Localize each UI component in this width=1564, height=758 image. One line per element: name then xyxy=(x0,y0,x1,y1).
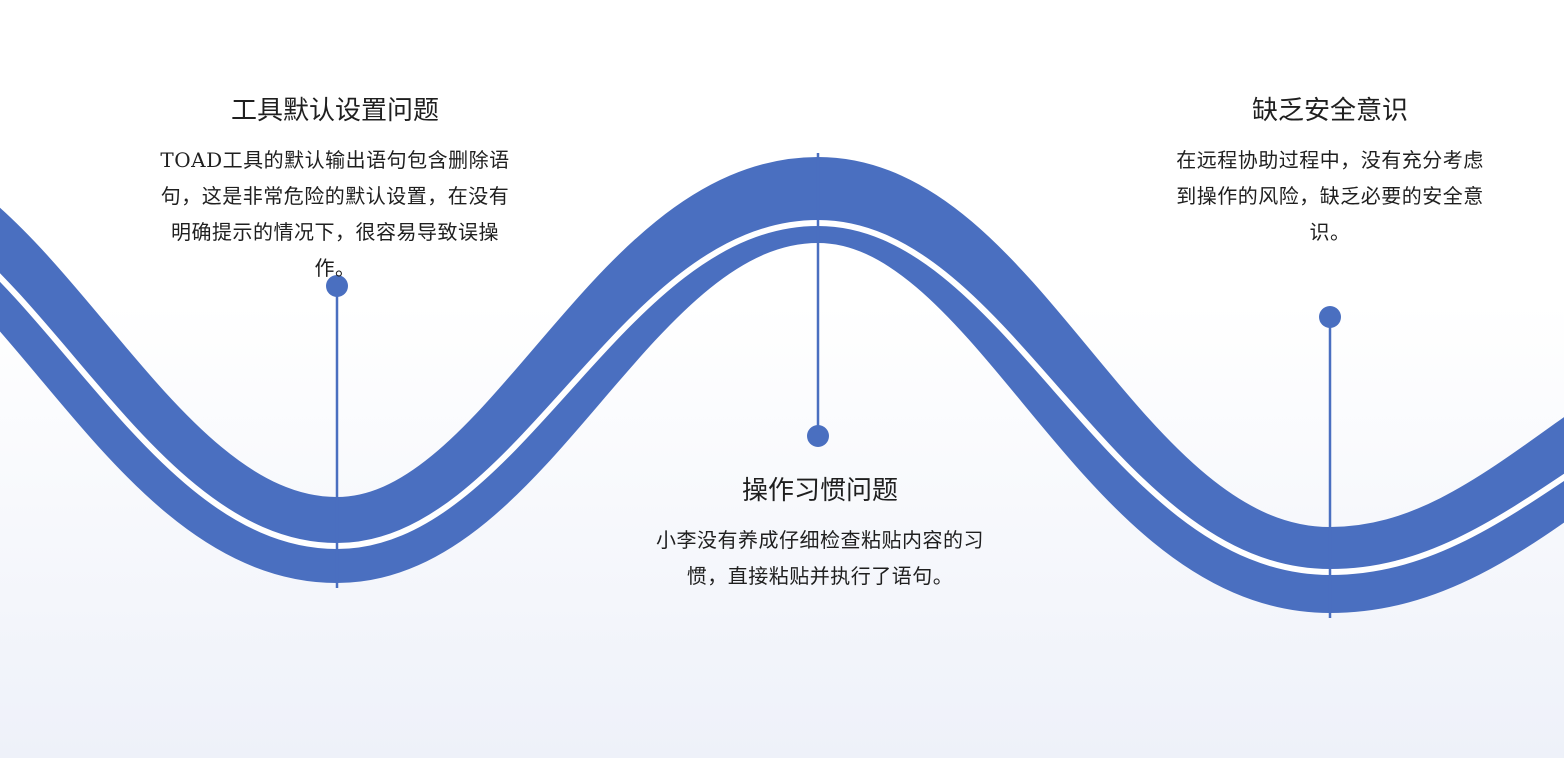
node-tool-default-settings: 工具默认设置问题 TOAD工具的默认输出语句包含删除语句，这是非常危险的默认设置… xyxy=(160,94,510,286)
node-operation-habit: 操作习惯问题 小李没有养成仔细检查粘贴内容的习惯，直接粘贴并执行了语句。 xyxy=(640,474,1000,594)
wave-divider xyxy=(0,219,1564,576)
connector-dot-2 xyxy=(807,425,829,447)
node-title: 缺乏安全意识 xyxy=(1251,96,1408,126)
connector-dot-1 xyxy=(326,275,348,297)
node-title: 操作习惯问题 xyxy=(741,476,898,506)
node-title: 工具默认设置问题 xyxy=(230,96,439,126)
node-description: 在远程协助过程中，没有充分考虑到操作的风险，缺乏必要的安全意识。 xyxy=(1176,148,1484,244)
node-description: TOAD工具的默认输出语句包含删除语句，这是非常危险的默认设置，在没有明确提示的… xyxy=(160,148,510,280)
connector-dot-3 xyxy=(1319,306,1341,328)
node-description: 小李没有养成仔细检查粘贴内容的习惯，直接粘贴并执行了语句。 xyxy=(656,528,984,588)
node-security-awareness: 缺乏安全意识 在远程协助过程中，没有充分考虑到操作的风险，缺乏必要的安全意识。 xyxy=(1175,94,1485,250)
